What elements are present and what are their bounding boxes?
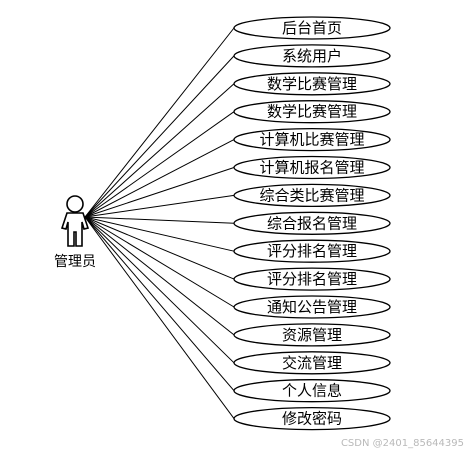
use-case: 综合报名管理 <box>233 211 391 235</box>
association-lines <box>84 27 235 419</box>
use-case-ellipse <box>233 351 391 375</box>
use-case: 计算机比赛管理 <box>233 127 391 152</box>
use-case-ellipse <box>233 100 391 124</box>
use-case-list: 后台首页系统用户数学比赛管理数学比赛管理计算机比赛管理计算机报名管理综合类比赛管… <box>233 16 391 431</box>
use-case: 资源管理 <box>233 323 391 347</box>
use-case-label: 综合类比赛管理 <box>259 186 364 204</box>
use-case-ellipse <box>233 267 391 291</box>
association-line <box>84 216 235 308</box>
association-line <box>84 216 235 336</box>
use-case: 评分排名管理 <box>233 267 391 291</box>
use-case-label: 计算机比赛管理 <box>259 131 364 149</box>
use-case-label: 评分排名管理 <box>267 242 357 260</box>
use-case-label: 评分排名管理 <box>267 270 357 288</box>
actor: 管理员 <box>54 195 96 270</box>
association-line <box>84 216 235 280</box>
association-line <box>84 216 235 392</box>
association-line <box>84 216 235 364</box>
use-case-label: 综合报名管理 <box>267 214 357 232</box>
use-case-ellipse <box>233 72 391 96</box>
association-line <box>84 83 235 218</box>
association-line <box>84 55 235 218</box>
use-case-label: 通知公告管理 <box>267 298 357 316</box>
association-line <box>84 111 235 218</box>
use-case-label: 计算机报名管理 <box>259 159 364 177</box>
use-case: 通知公告管理 <box>233 295 391 319</box>
use-case-label: 资源管理 <box>282 326 342 344</box>
use-case: 系统用户 <box>233 44 391 68</box>
use-case-ellipse <box>233 295 391 319</box>
use-case: 个人信息 <box>233 379 391 403</box>
use-case-ellipse <box>233 239 391 263</box>
actor-label: 管理员 <box>54 254 96 270</box>
use-case: 数学比赛管理 <box>233 72 391 96</box>
use-case-label: 修改密码 <box>282 410 342 428</box>
use-case-ellipse <box>233 406 391 431</box>
use-case-ellipse <box>233 183 391 208</box>
actor-icon <box>60 195 90 247</box>
use-case-label: 数学比赛管理 <box>267 75 357 93</box>
use-case-ellipse <box>233 16 391 40</box>
association-line <box>84 216 235 252</box>
use-case: 修改密码 <box>233 406 391 431</box>
use-case-ellipse <box>233 379 391 403</box>
association-line <box>84 216 235 419</box>
use-case: 后台首页 <box>233 16 391 40</box>
use-case-label: 个人信息 <box>282 382 342 400</box>
association-line <box>84 27 235 218</box>
use-case: 交流管理 <box>233 351 391 375</box>
use-case-label: 数学比赛管理 <box>267 103 357 121</box>
use-case-label: 系统用户 <box>282 47 342 65</box>
use-case-ellipse <box>233 155 391 180</box>
use-case-ellipse <box>233 211 391 235</box>
use-case: 评分排名管理 <box>233 239 391 263</box>
use-case: 综合类比赛管理 <box>233 183 391 208</box>
use-case-label: 交流管理 <box>282 354 342 372</box>
association-line <box>84 194 235 218</box>
use-case-label: 后台首页 <box>282 19 342 37</box>
watermark: CSDN @2401_85644395 <box>340 438 464 449</box>
use-case: 数学比赛管理 <box>233 100 391 124</box>
association-line <box>84 216 235 224</box>
association-line <box>84 139 235 218</box>
use-case-ellipse <box>233 44 391 68</box>
association-line <box>84 167 235 218</box>
use-case-ellipse <box>233 127 391 152</box>
use-case: 计算机报名管理 <box>233 155 391 180</box>
use-case-ellipse <box>233 323 391 347</box>
